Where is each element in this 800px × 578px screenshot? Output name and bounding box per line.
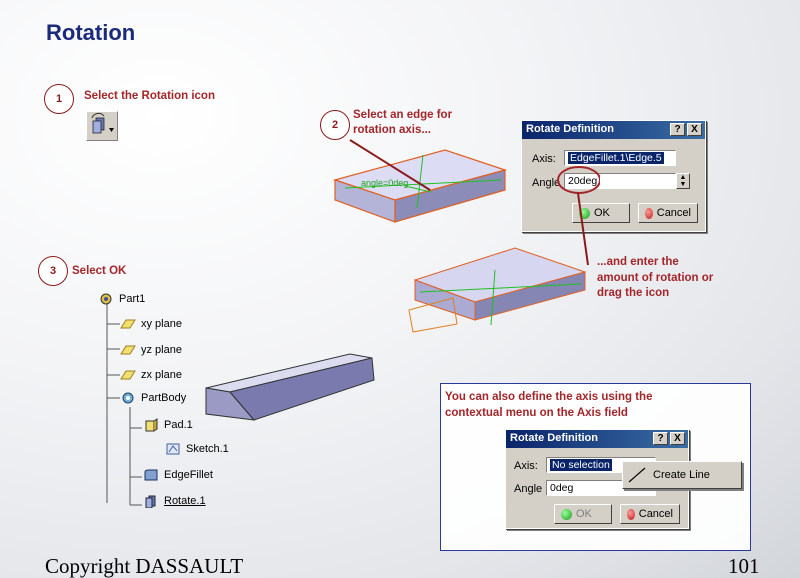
body-gear-icon [122, 392, 134, 404]
axis-label-2: Axis: [514, 460, 538, 472]
plane-icon [120, 345, 136, 355]
tree-item-yz-plane[interactable]: yz plane [120, 343, 182, 357]
plane-icon [120, 370, 136, 380]
context-menu-create-line[interactable]: Create Line [653, 469, 710, 481]
ok-label-2: OK [576, 508, 592, 520]
pad-icon [145, 418, 158, 432]
axis-value-2: No selection [550, 459, 612, 471]
axis-field[interactable]: EdgeFillet.1\Edge.5 [564, 150, 676, 166]
angle-spinner[interactable]: ▲▼ [676, 173, 690, 189]
tree-item-partbody[interactable]: PartBody [120, 391, 186, 405]
cancel-button[interactable]: Cancel [638, 203, 698, 223]
step-2-badge: 2 [320, 110, 350, 140]
angle-label-2: Angle [514, 483, 543, 495]
tree-connectors-sub [129, 407, 142, 506]
dialog-title: Rotate Definition [526, 123, 614, 135]
cancel-label-2: Cancel [638, 508, 673, 520]
step-3-label: Select OK [72, 265, 127, 277]
ok-button-2[interactable]: OK [554, 504, 612, 524]
rotation-icon [91, 112, 114, 134]
callout-line2: contextual menu on the Axis field [445, 407, 628, 419]
tree-item-part[interactable]: Part1 [98, 292, 145, 306]
footer-copyright: Copyright DASSAULT [45, 554, 244, 578]
step-1-badge: 1 [44, 84, 74, 114]
close-button-2[interactable]: X [670, 432, 685, 445]
rotate-definition-dialog: Rotate Definition ? X Axis: EdgeFillet.1… [521, 120, 706, 232]
axis-context-callout: You can also define the axis using the c… [440, 383, 751, 551]
step-2-label-line2: rotation axis... [353, 124, 431, 136]
slide-title: Rotation [46, 20, 136, 45]
tree-item-xy-plane[interactable]: xy plane [120, 317, 182, 331]
angle-field[interactable]: 20deg [564, 173, 676, 189]
tree-item-pad[interactable]: Pad.1 [143, 418, 193, 432]
part-model-edge-selection[interactable]: angle=0deg [325, 130, 515, 230]
help-button[interactable]: ? [670, 123, 685, 136]
axis-label: Axis: [532, 153, 556, 165]
axis-value: EdgeFillet.1\Edge.5 [568, 152, 664, 164]
ok-button[interactable]: OK [572, 203, 630, 223]
step-2-label-line1: Select an edge for [353, 109, 453, 121]
tree-connectors [106, 300, 120, 503]
tree-item-edgefillet[interactable]: EdgeFillet [143, 468, 213, 482]
part-model-result[interactable] [200, 350, 380, 430]
fillet-icon [144, 469, 158, 481]
cancel-label: Cancel [656, 207, 691, 219]
ok-label: OK [594, 207, 610, 219]
angle-label-model: angle=0deg [361, 178, 408, 188]
annotation-arrows [349, 139, 600, 266]
angle-label: Angle [532, 177, 561, 189]
rotate-icon [145, 495, 156, 508]
rotate-definition-dialog-2: Rotate Definition ? X Axis: No selection… [505, 429, 689, 529]
cancel-button-2[interactable]: Cancel [620, 504, 680, 524]
callout-line1: You can also define the axis using the [445, 391, 653, 403]
note-line1: ...and enter the [597, 256, 679, 268]
sketch-icon [166, 443, 180, 455]
part-model-rotated[interactable] [405, 240, 595, 335]
tree-item-sketch[interactable]: Sketch.1 [165, 442, 229, 456]
close-button[interactable]: X [687, 123, 702, 136]
plane-icon [120, 319, 136, 329]
ok-icon-2 [561, 508, 572, 520]
tree-item-rotate[interactable]: Rotate.1 [143, 494, 206, 508]
note-line3: drag the icon [597, 287, 670, 299]
gear-icon [100, 293, 112, 305]
context-menu: Create Line [622, 461, 742, 489]
dialog-2-titlebar: Rotate Definition ? X [506, 430, 688, 448]
help-button-2[interactable]: ? [653, 432, 668, 445]
rotation-toolbar-button[interactable] [86, 111, 118, 141]
ok-icon [579, 207, 590, 219]
create-line-icon [628, 467, 646, 483]
page-number: 101 [728, 554, 760, 578]
cancel-icon-2 [627, 508, 635, 520]
tree-item-zx-plane[interactable]: zx plane [120, 368, 182, 382]
cancel-icon [645, 207, 653, 219]
dialog-titlebar: Rotate Definition ? X [522, 121, 705, 139]
dialog-2-title: Rotate Definition [510, 432, 598, 444]
step-1-label: Select the Rotation icon [84, 90, 215, 102]
note-line2: amount of rotation or [597, 272, 714, 284]
step-3-badge: 3 [38, 256, 68, 286]
